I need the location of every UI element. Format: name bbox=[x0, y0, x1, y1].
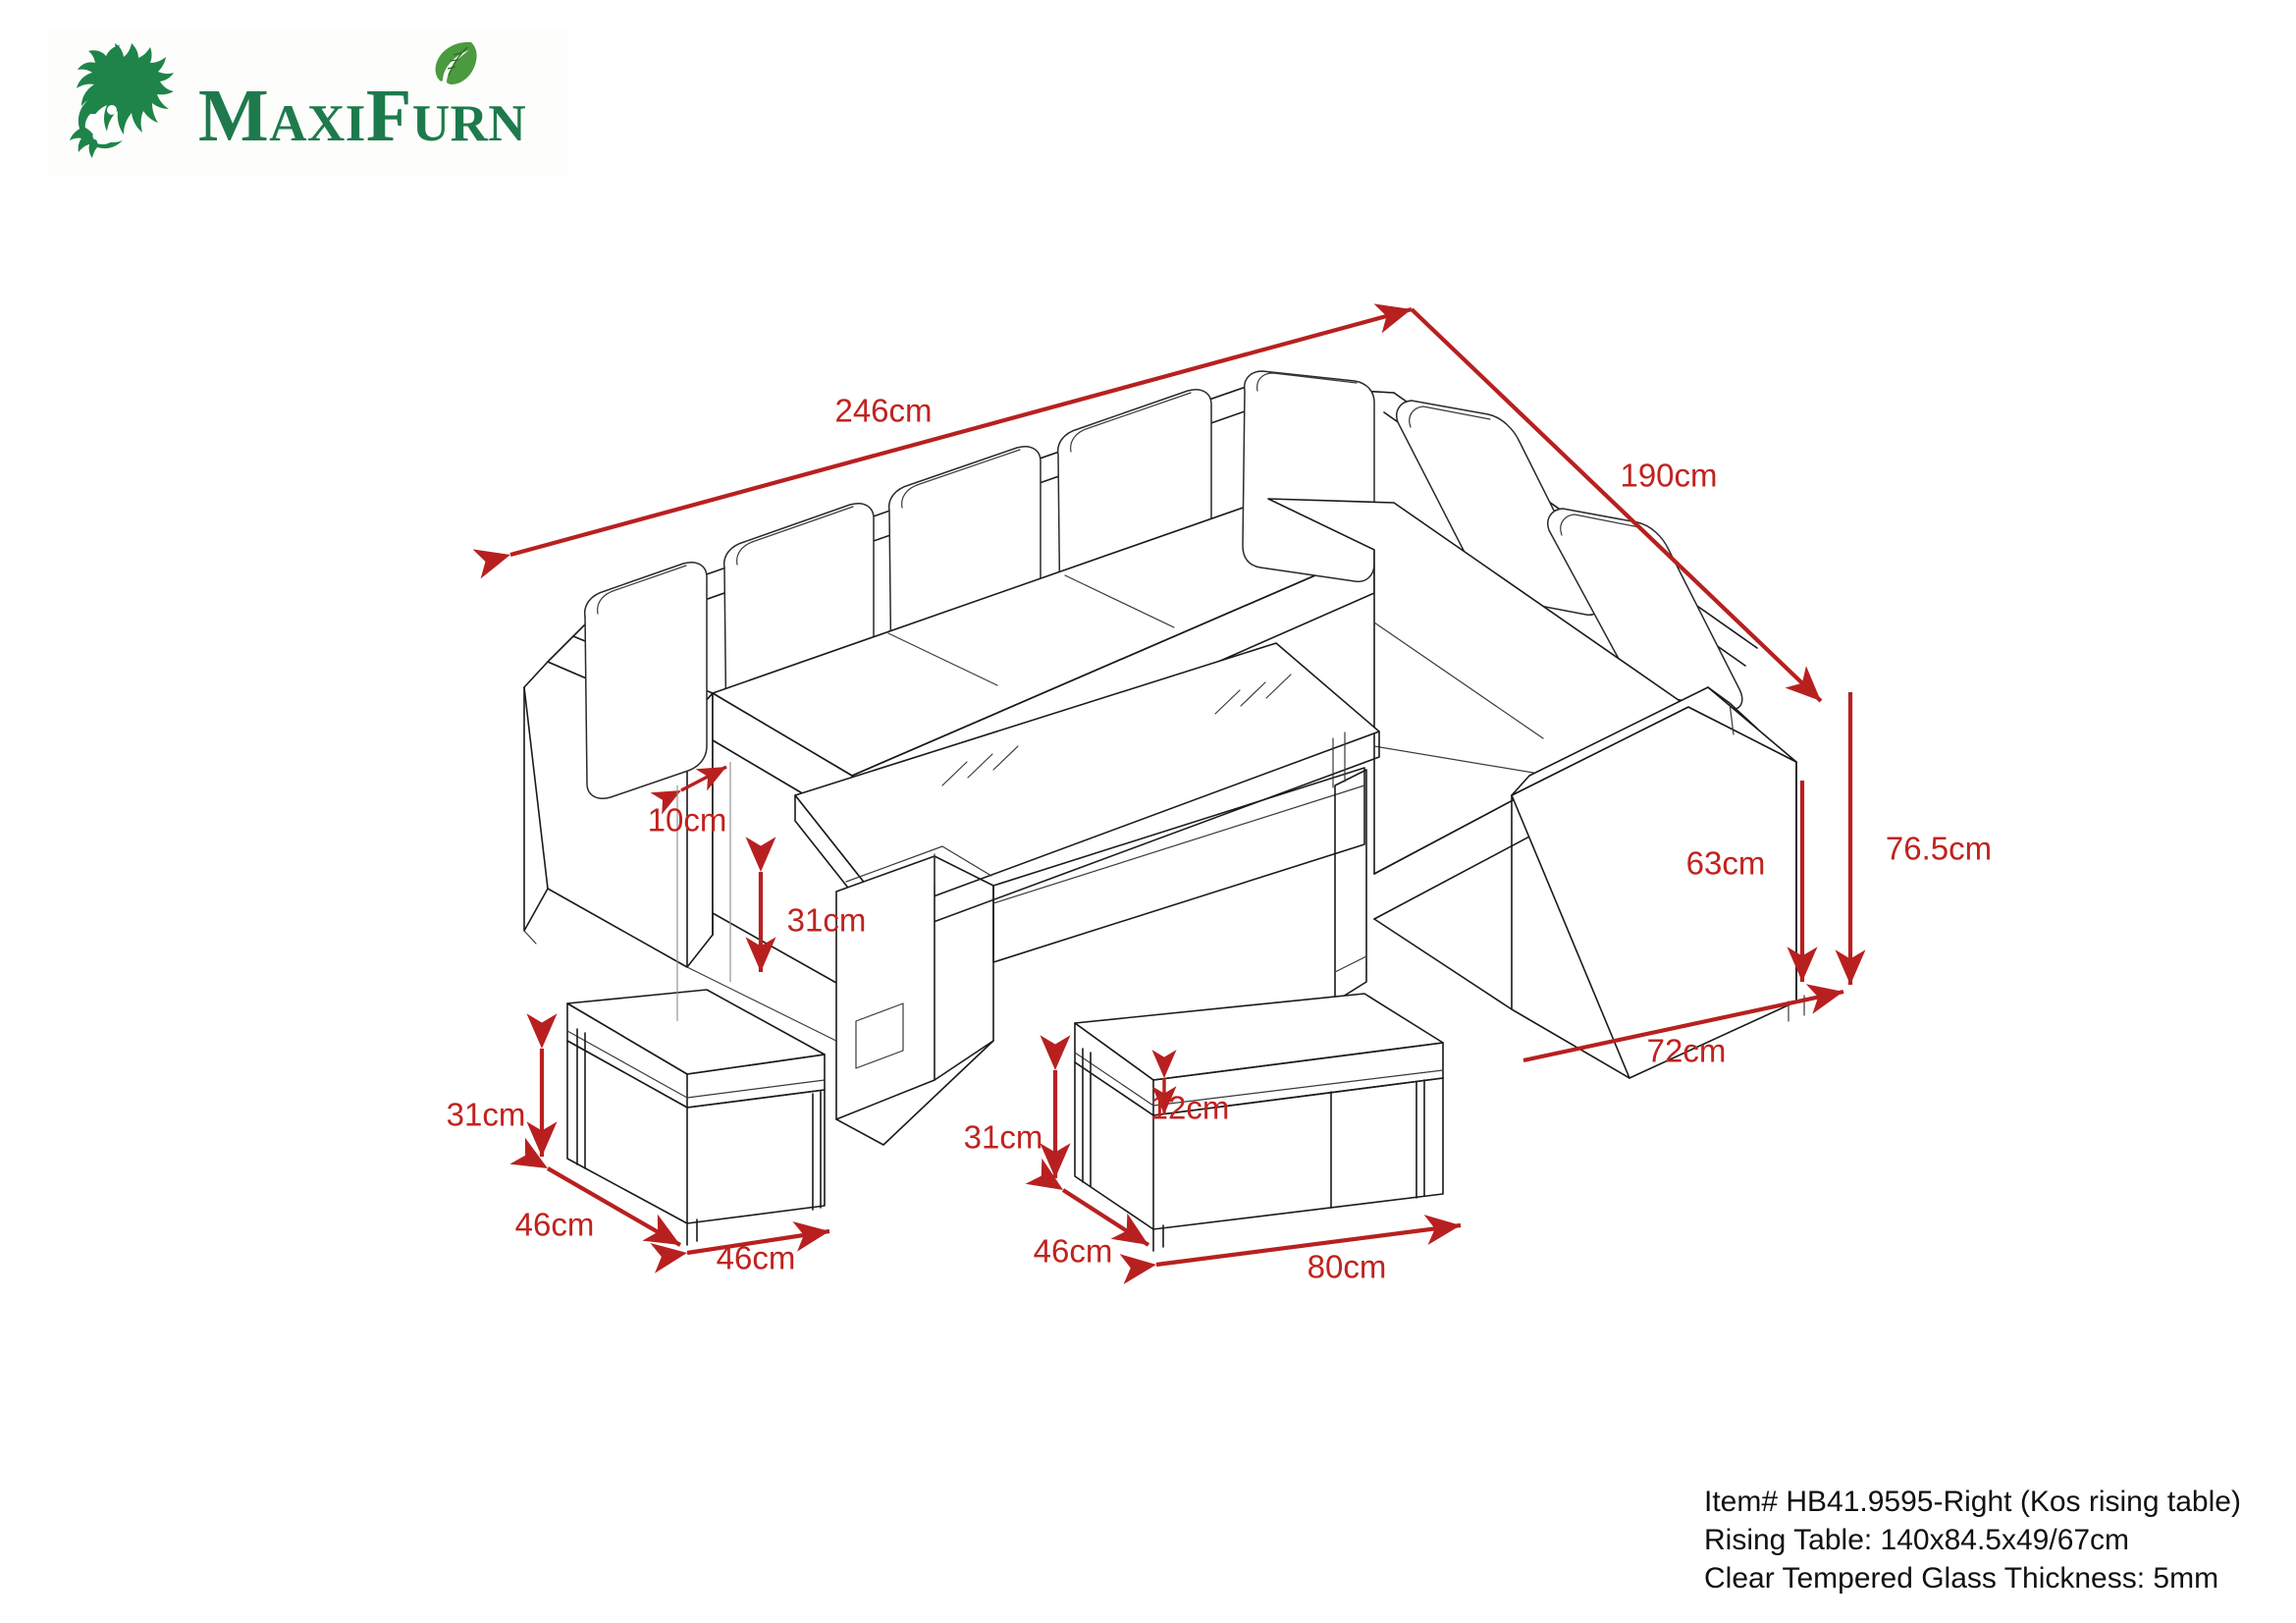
bench-body-front bbox=[1152, 1077, 1444, 1230]
sofa-left-lower-frame bbox=[686, 966, 853, 1050]
sofa-right-arm-back-edge bbox=[1729, 702, 1735, 735]
sofa-back-cushion-1 bbox=[583, 562, 708, 799]
caption-table-line: Rising Table: 140x84.5x49/67cm bbox=[1704, 1524, 2130, 1556]
dim-label-31-seat: 31cm bbox=[787, 902, 867, 939]
dim-label-10: 10cm bbox=[648, 802, 727, 839]
brand-wordmark: MaxiFurn bbox=[198, 41, 527, 157]
table-leg-right-rail bbox=[1334, 955, 1367, 973]
dim-stool-height: 31cm bbox=[447, 1013, 558, 1157]
dim-label-12: 12cm bbox=[1150, 1090, 1230, 1126]
dim-arm-width: 10cm bbox=[648, 762, 731, 1021]
sofa-seat-seam-2 bbox=[1064, 574, 1175, 628]
stool-cushion-seam bbox=[566, 1030, 826, 1099]
bench bbox=[1074, 993, 1444, 1252]
dim-line-190 bbox=[1410, 307, 1823, 703]
table-pedestal-panel bbox=[855, 1002, 904, 1069]
brand-name: MaxiFurn bbox=[198, 74, 527, 157]
lion-head-icon bbox=[70, 43, 174, 158]
stool bbox=[566, 989, 826, 1246]
table-pedestal-left-side bbox=[934, 855, 994, 1081]
dim-label-246: 246cm bbox=[834, 393, 932, 429]
dim-sofa-right-length: 190cm bbox=[1410, 307, 1823, 703]
dim-line-72 bbox=[1522, 984, 1844, 1063]
stool-body-front bbox=[686, 1089, 826, 1224]
table-base-bottom bbox=[835, 1040, 994, 1146]
dim-label-80: 80cm bbox=[1308, 1249, 1387, 1285]
sofa-left-arm-foot bbox=[523, 930, 537, 945]
dim-label-72: 72cm bbox=[1647, 1033, 1727, 1069]
dim-stool-width: 46cm bbox=[650, 1220, 830, 1276]
sofa-back-cushion-1-seam bbox=[597, 565, 687, 615]
sofa-right-base-line bbox=[1373, 918, 1513, 1010]
dim-line-80 bbox=[1119, 1215, 1462, 1284]
dim-label-765: 76.5cm bbox=[1886, 831, 1992, 867]
sofa-back-cushion-7-seam bbox=[1560, 514, 1640, 536]
rising-table bbox=[794, 642, 1380, 1146]
sofa-seat-seam-1 bbox=[887, 632, 998, 686]
brand-logo: MaxiFurn bbox=[47, 29, 567, 175]
dim-label-190: 190cm bbox=[1620, 458, 1717, 494]
bench-leg-right bbox=[1415, 1079, 1425, 1199]
dim-sofa-total-height: 76.5cm bbox=[1835, 692, 1992, 985]
sofa-right-seat-seam-1 bbox=[1373, 622, 1544, 739]
table-pedestal-top-rim bbox=[845, 845, 992, 883]
dim-label-31-stool: 31cm bbox=[447, 1097, 526, 1133]
product-caption: Item# HB41.9595-Right (Kos rising table)… bbox=[1704, 1483, 2273, 1597]
dim-bench-cushion: 12cm bbox=[1150, 1050, 1230, 1126]
stool-leg-right bbox=[812, 1091, 822, 1211]
dim-bench-depth: 46cm bbox=[1025, 1158, 1150, 1270]
leaf-icon bbox=[435, 41, 477, 84]
glass-hatch-marks bbox=[941, 674, 1292, 786]
dim-line-10 bbox=[650, 765, 727, 815]
sofa-back-cushion-5 bbox=[1242, 370, 1375, 583]
dim-label-46-depth: 46cm bbox=[515, 1207, 595, 1243]
table-shelf-line bbox=[992, 784, 1365, 904]
dim-label-46-width: 46cm bbox=[717, 1240, 796, 1276]
dim-label-31-bench: 31cm bbox=[964, 1119, 1043, 1156]
dim-seat-height-left: 31cm bbox=[745, 837, 867, 972]
dim-label-63: 63cm bbox=[1686, 845, 1766, 882]
dim-line-246 bbox=[472, 303, 1413, 579]
dim-sofa-arm-depth: 72cm bbox=[1522, 984, 1844, 1069]
dim-bench-width: 80cm bbox=[1119, 1215, 1462, 1285]
table-leg-right bbox=[1334, 769, 1367, 1002]
table-lower-shelf bbox=[992, 767, 1365, 963]
dim-line-46-width bbox=[650, 1220, 830, 1273]
dim-seat-back-height: 63cm bbox=[1686, 781, 1818, 982]
table-pedestal-left bbox=[835, 855, 935, 1120]
dim-sofa-left-length: 246cm bbox=[472, 303, 1413, 579]
caption-glass-line: Clear Tempered Glass Thickness: 5mm bbox=[1704, 1562, 2219, 1595]
dim-label-46-bench-depth: 46cm bbox=[1034, 1233, 1113, 1270]
caption-item-line: Item# HB41.9595-Right (Kos rising table) bbox=[1704, 1486, 2241, 1518]
dim-bench-height: 31cm bbox=[964, 1035, 1071, 1178]
